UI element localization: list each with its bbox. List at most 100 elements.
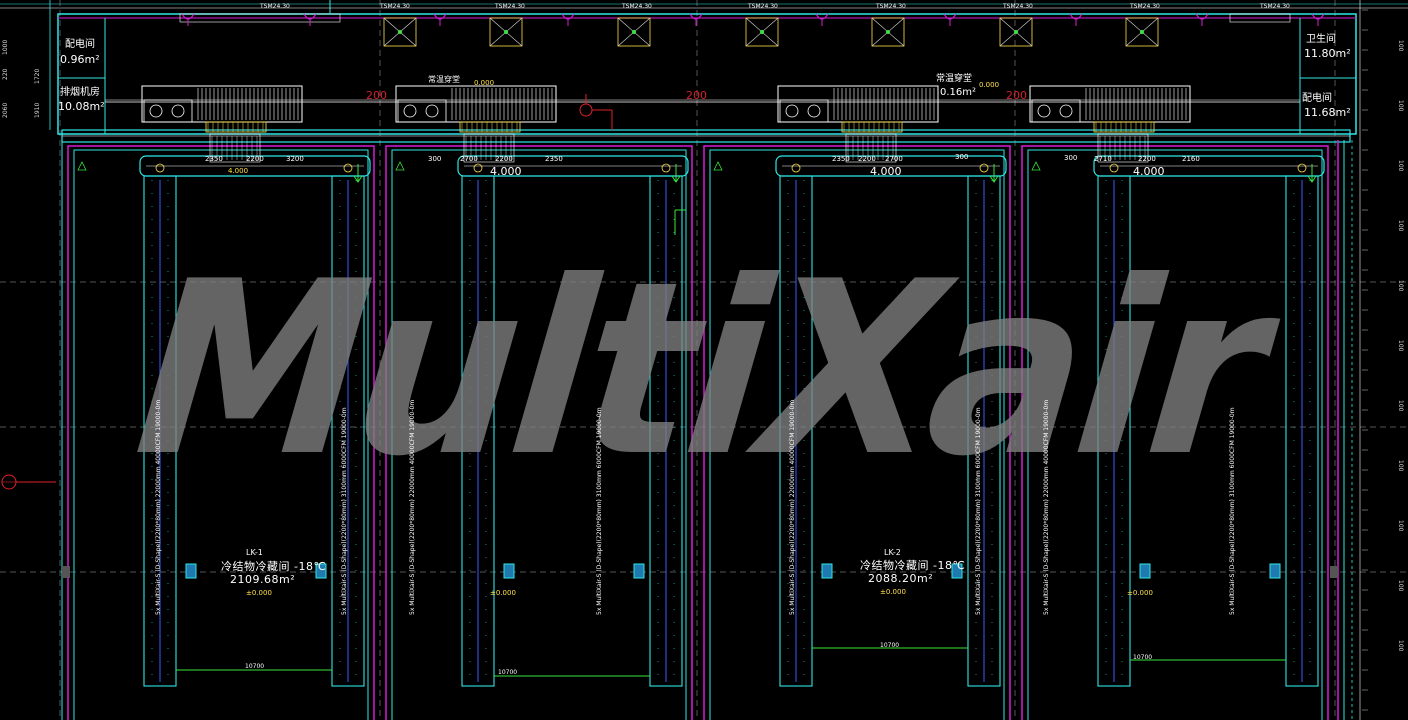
green-arrow-2 bbox=[671, 164, 681, 183]
unit2-dim-extra: 2350 bbox=[545, 155, 563, 163]
right-ruler-11: 100 bbox=[1397, 640, 1404, 652]
unit4-elev: 4.000 bbox=[1133, 165, 1165, 178]
unit2-elev: 4.000 bbox=[490, 165, 522, 178]
right-ruler-3: 100 bbox=[1397, 160, 1404, 172]
ahu-fan-box-4 bbox=[1031, 99, 1081, 123]
duct-marker-4-1 bbox=[1109, 163, 1119, 173]
duct-marker-3-1 bbox=[791, 163, 801, 173]
cold-room-walls bbox=[61, 140, 1345, 720]
door-frame-5 bbox=[871, 17, 905, 47]
ahu-unit-2 bbox=[395, 85, 557, 163]
bottom-dim-4: 10700 bbox=[1133, 654, 1153, 661]
pipe-label-3: 5x MultiXair-S (D-Shape)(2200*80mm) 2200… bbox=[409, 399, 416, 615]
pipe-label-1: 5x MultiXair-S (D-Shape)(2200*80mm) 2200… bbox=[155, 399, 162, 615]
bottom-dim-1: 10700 bbox=[245, 663, 265, 670]
dock-doors bbox=[181, 13, 1325, 47]
bottom-dim-2: 10700 bbox=[498, 669, 518, 676]
unit2-dim-r: 2200 bbox=[495, 155, 513, 163]
pipe-label-7: 5x MultiXair-S (D-Shape)(2200*80mm) 2200… bbox=[1043, 399, 1050, 615]
coldroom2-elev: ±0.000 bbox=[490, 589, 516, 597]
ahu-drop-2 bbox=[463, 133, 515, 163]
left-ruler-5: 1910 bbox=[34, 102, 41, 118]
right-ruler-4: 100 bbox=[1397, 220, 1404, 232]
vertical-duct-3-2 bbox=[967, 175, 1001, 687]
unit1-elev: 4.000 bbox=[228, 167, 249, 175]
pipe-label-2: 5x MultiXair-S (D-Shape)(2200*80mm) 3100… bbox=[341, 407, 348, 615]
section-marker-left bbox=[1, 94, 613, 490]
door-dot-7 bbox=[1140, 30, 1144, 34]
ahu-drop-1 bbox=[209, 133, 261, 163]
column-block-1 bbox=[62, 566, 70, 578]
header-duct-3 bbox=[775, 155, 1007, 177]
corridor-area-right: 0.16m² bbox=[940, 87, 977, 98]
room-area-distribution-right: 11.68m² bbox=[1304, 106, 1351, 119]
unit2-dim-m: 2700 bbox=[460, 155, 478, 163]
coldroom1-name: 冷结物冷藏间 -18℃ bbox=[221, 560, 327, 573]
ahu-unit-3 bbox=[777, 85, 939, 163]
unit4-dim-r: 2200 bbox=[1138, 155, 1156, 163]
door-dot-3 bbox=[632, 30, 636, 34]
red-dim-3: 200 bbox=[1006, 89, 1027, 102]
ahu-fan-b-3 bbox=[807, 104, 821, 118]
duct-marker-3-2 bbox=[979, 163, 989, 173]
corridor-name-right: 常温穿堂 bbox=[936, 74, 973, 84]
ahu-fan-b-1 bbox=[171, 104, 185, 118]
right-ruler-8: 100 bbox=[1397, 460, 1404, 472]
ahu-fan-a-2 bbox=[403, 104, 417, 118]
sensor-1-1 bbox=[185, 563, 197, 579]
sensor-2-1 bbox=[503, 563, 515, 579]
right-ruler-2: 100 bbox=[1397, 100, 1404, 112]
green-tri-4 bbox=[1031, 161, 1041, 171]
left-ruler-2: 1000 bbox=[2, 39, 9, 55]
green-marks bbox=[674, 209, 686, 235]
sensor-4-1 bbox=[1139, 563, 1151, 579]
dock-door-7 bbox=[1125, 17, 1159, 47]
sensor-2-2 bbox=[633, 563, 645, 579]
red-dim-1: 200 bbox=[366, 89, 387, 102]
right-ruler-1: 100 bbox=[1397, 40, 1404, 52]
pipe-label-8: 5x MultiXair-S (D-Shape)(2200*80mm) 3100… bbox=[1229, 407, 1236, 615]
door-dot-4 bbox=[760, 30, 764, 34]
door-frame-3 bbox=[617, 17, 651, 47]
unit1-dim-m: 2200 bbox=[246, 155, 264, 163]
column-block-2 bbox=[1330, 566, 1338, 578]
unit4-dim-m: 2710 bbox=[1094, 155, 1112, 163]
room-name-distribution-left: 配电间 bbox=[65, 39, 95, 50]
door-frame-6 bbox=[999, 17, 1033, 47]
tsm-label-5: TSM24.30 bbox=[876, 3, 906, 10]
ahu-fan-b-2 bbox=[425, 104, 439, 118]
ahu-fan-a-1 bbox=[149, 104, 163, 118]
unit3-dim-m: 2200 bbox=[858, 155, 876, 163]
tsm-label-3: TSM24.30 bbox=[622, 3, 652, 10]
dock-door-5 bbox=[871, 17, 905, 47]
green-arrow-3 bbox=[989, 164, 999, 183]
coldroom3-code: LK-2 bbox=[884, 548, 901, 557]
room-area-smoke: 10.08m² bbox=[58, 100, 105, 113]
air-ducts bbox=[139, 155, 1325, 687]
door-frame-7 bbox=[1125, 17, 1159, 47]
misc-symbols bbox=[62, 9, 1368, 711]
coldroom3-elev: ±0.000 bbox=[880, 588, 906, 596]
duct-marker-2-1 bbox=[473, 163, 483, 173]
green-tri-3 bbox=[713, 161, 723, 171]
coldroom1-code: LK-1 bbox=[246, 548, 263, 557]
left-ruler-1: 220 bbox=[2, 68, 9, 80]
duct-marker-2-2 bbox=[661, 163, 671, 173]
unit3-dim-l: 2350 bbox=[832, 155, 850, 163]
door-frame-4 bbox=[745, 17, 779, 47]
top-frame bbox=[0, 0, 1408, 135]
unit3-elev: 4.000 bbox=[870, 165, 902, 178]
sensor-4-2 bbox=[1269, 563, 1281, 579]
coldroom3-name: 冷结物冷藏间 -18℃ bbox=[860, 559, 966, 572]
right-ruler-5: 100 bbox=[1397, 280, 1404, 292]
bottom-dim-3: 10700 bbox=[880, 642, 900, 649]
door-dot-1 bbox=[398, 30, 402, 34]
ahu-fan-a-3 bbox=[785, 104, 799, 118]
room-area-toilet: 11.80m² bbox=[1304, 47, 1351, 60]
unit3-dim-extra: 300 bbox=[955, 153, 969, 161]
room-name-distribution-right: 配电间 bbox=[1302, 93, 1332, 104]
room-name-smoke: 排烟机房 bbox=[60, 87, 100, 98]
unit1-dim-r: 3200 bbox=[286, 155, 304, 163]
vertical-duct-4-1 bbox=[1097, 175, 1131, 687]
duct-marker-1-2 bbox=[343, 163, 353, 173]
